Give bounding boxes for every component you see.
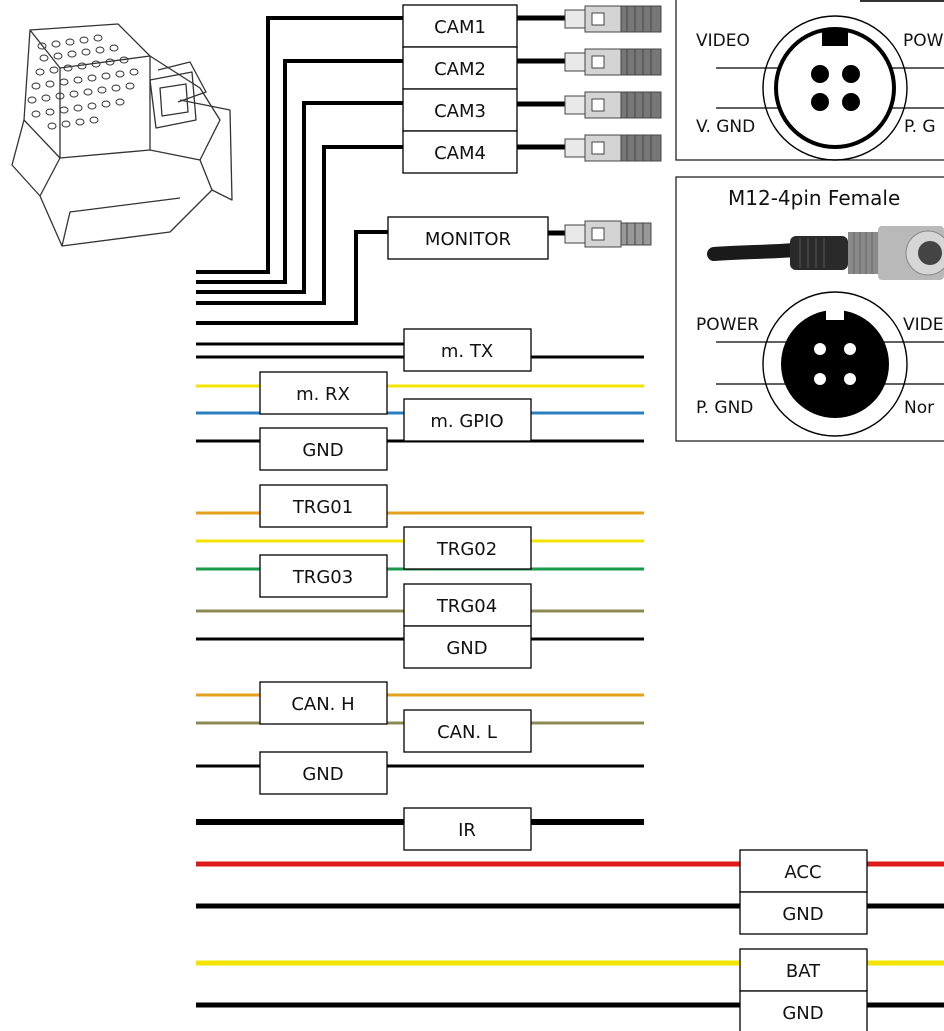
gnd2-box [403, 625, 532, 669]
female-pin-2 [844, 343, 856, 355]
trg03-label: TRG03 [292, 567, 353, 588]
m-gpio-box [403, 398, 532, 442]
male-pin-2 [842, 65, 860, 83]
male-pin-circle-outer [762, 15, 908, 161]
female-pin-circle-inner [781, 310, 889, 418]
female-cable-image [707, 226, 944, 280]
ir-box [403, 807, 532, 851]
pin-holes [27, 34, 139, 130]
monitor-box [387, 216, 549, 260]
female-none-label: Nor [904, 398, 934, 418]
female-key-notch [826, 306, 844, 320]
ir-label: IR [458, 820, 476, 841]
cam3-label: CAM3 [434, 101, 486, 122]
cam1-label: CAM1 [434, 17, 486, 38]
monitor-label: MONITOR [425, 229, 511, 250]
cam4-connector-icon [564, 134, 662, 162]
camera-wire-bundle [196, 15, 565, 346]
wire-cam3 [196, 101, 403, 294]
gnd1-label: GND [302, 440, 343, 461]
female-p-gnd-label: P. GND [696, 398, 753, 418]
male-pin-1 [811, 65, 829, 83]
male-pin-circle-inner [774, 27, 896, 149]
m12-connector-icons [564, 5, 662, 248]
trg04-box [403, 583, 532, 627]
female-power-label: POWER [696, 315, 759, 335]
trg01-box [259, 484, 388, 528]
cam1-box [402, 4, 518, 48]
gnd4-box [739, 891, 868, 935]
female-pinout-title: M12-4pin Female [728, 186, 900, 210]
gnd1-box [259, 427, 388, 471]
female-video-label: VIDE [903, 315, 943, 335]
camera-label-boxes: CAM1 CAM2 CAM3 CAM4 MONITOR [387, 4, 549, 260]
male-cable-sliver [860, 0, 944, 2]
m-tx-box [403, 328, 532, 372]
male-pin-4 [842, 93, 860, 111]
wire-cam1 [196, 16, 403, 274]
cam3-box [402, 88, 518, 132]
m-tx-label: m. TX [441, 341, 493, 362]
trg02-label: TRG02 [436, 539, 497, 560]
gnd3-box [259, 751, 388, 795]
cam4-box [402, 130, 518, 174]
gnd5-label: GND [782, 1003, 823, 1024]
gnd5-box [739, 990, 868, 1031]
can-l-box [403, 709, 532, 753]
female-pin-1 [814, 343, 826, 355]
female-pin-4 [844, 373, 856, 385]
male-v-gnd-label: V. GND [696, 117, 755, 137]
trg01-label: TRG01 [292, 497, 353, 518]
trg04-label: TRG04 [436, 596, 497, 617]
gnd4-label: GND [782, 904, 823, 925]
male-pinout-panel: VIDEO POW V. GND P. G [675, 0, 944, 161]
can-h-box [259, 681, 388, 725]
male-p-gnd-label: P. G [904, 117, 936, 137]
male-video-label: VIDEO [696, 31, 750, 51]
m-rx-box [259, 371, 388, 415]
signal-label-boxes: m. TX m. RX m. GPIO GND TRG01 TRG02 TRG0… [259, 328, 868, 1031]
bat-box [739, 948, 868, 992]
male-power-label: POW [903, 31, 944, 51]
wire-cam2 [196, 59, 403, 284]
m-gpio-label: m. GPIO [430, 411, 503, 432]
female-pin-circle-outer [762, 291, 908, 437]
acc-label: ACC [784, 862, 821, 883]
wire-cam4 [196, 145, 403, 305]
m-rx-label: m. RX [296, 384, 350, 405]
cam2-label: CAM2 [434, 59, 486, 80]
male-pin-3 [811, 93, 829, 111]
gnd3-label: GND [302, 764, 343, 785]
cam3-connector-icon [564, 91, 662, 119]
male-key-notch [822, 30, 848, 46]
cam4-label: CAM4 [434, 143, 486, 164]
can-l-label: CAN. L [437, 722, 497, 743]
gnd2-label: GND [446, 638, 487, 659]
acc-box [739, 849, 868, 893]
trg03-box [259, 554, 388, 598]
wire-monitor [196, 230, 388, 325]
female-pinout-panel: M12-4pin Female POWER VIDE P. [675, 176, 944, 442]
monitor-connector-icon [564, 220, 652, 248]
can-h-label: CAN. H [291, 694, 354, 715]
trg02-box [403, 526, 532, 570]
cam2-connector-icon [564, 48, 662, 76]
cam2-box [402, 46, 518, 90]
female-pin-3 [814, 373, 826, 385]
cam1-connector-icon [564, 5, 662, 33]
connector-plug-illustration [11, 23, 233, 247]
bat-label: BAT [786, 961, 821, 982]
